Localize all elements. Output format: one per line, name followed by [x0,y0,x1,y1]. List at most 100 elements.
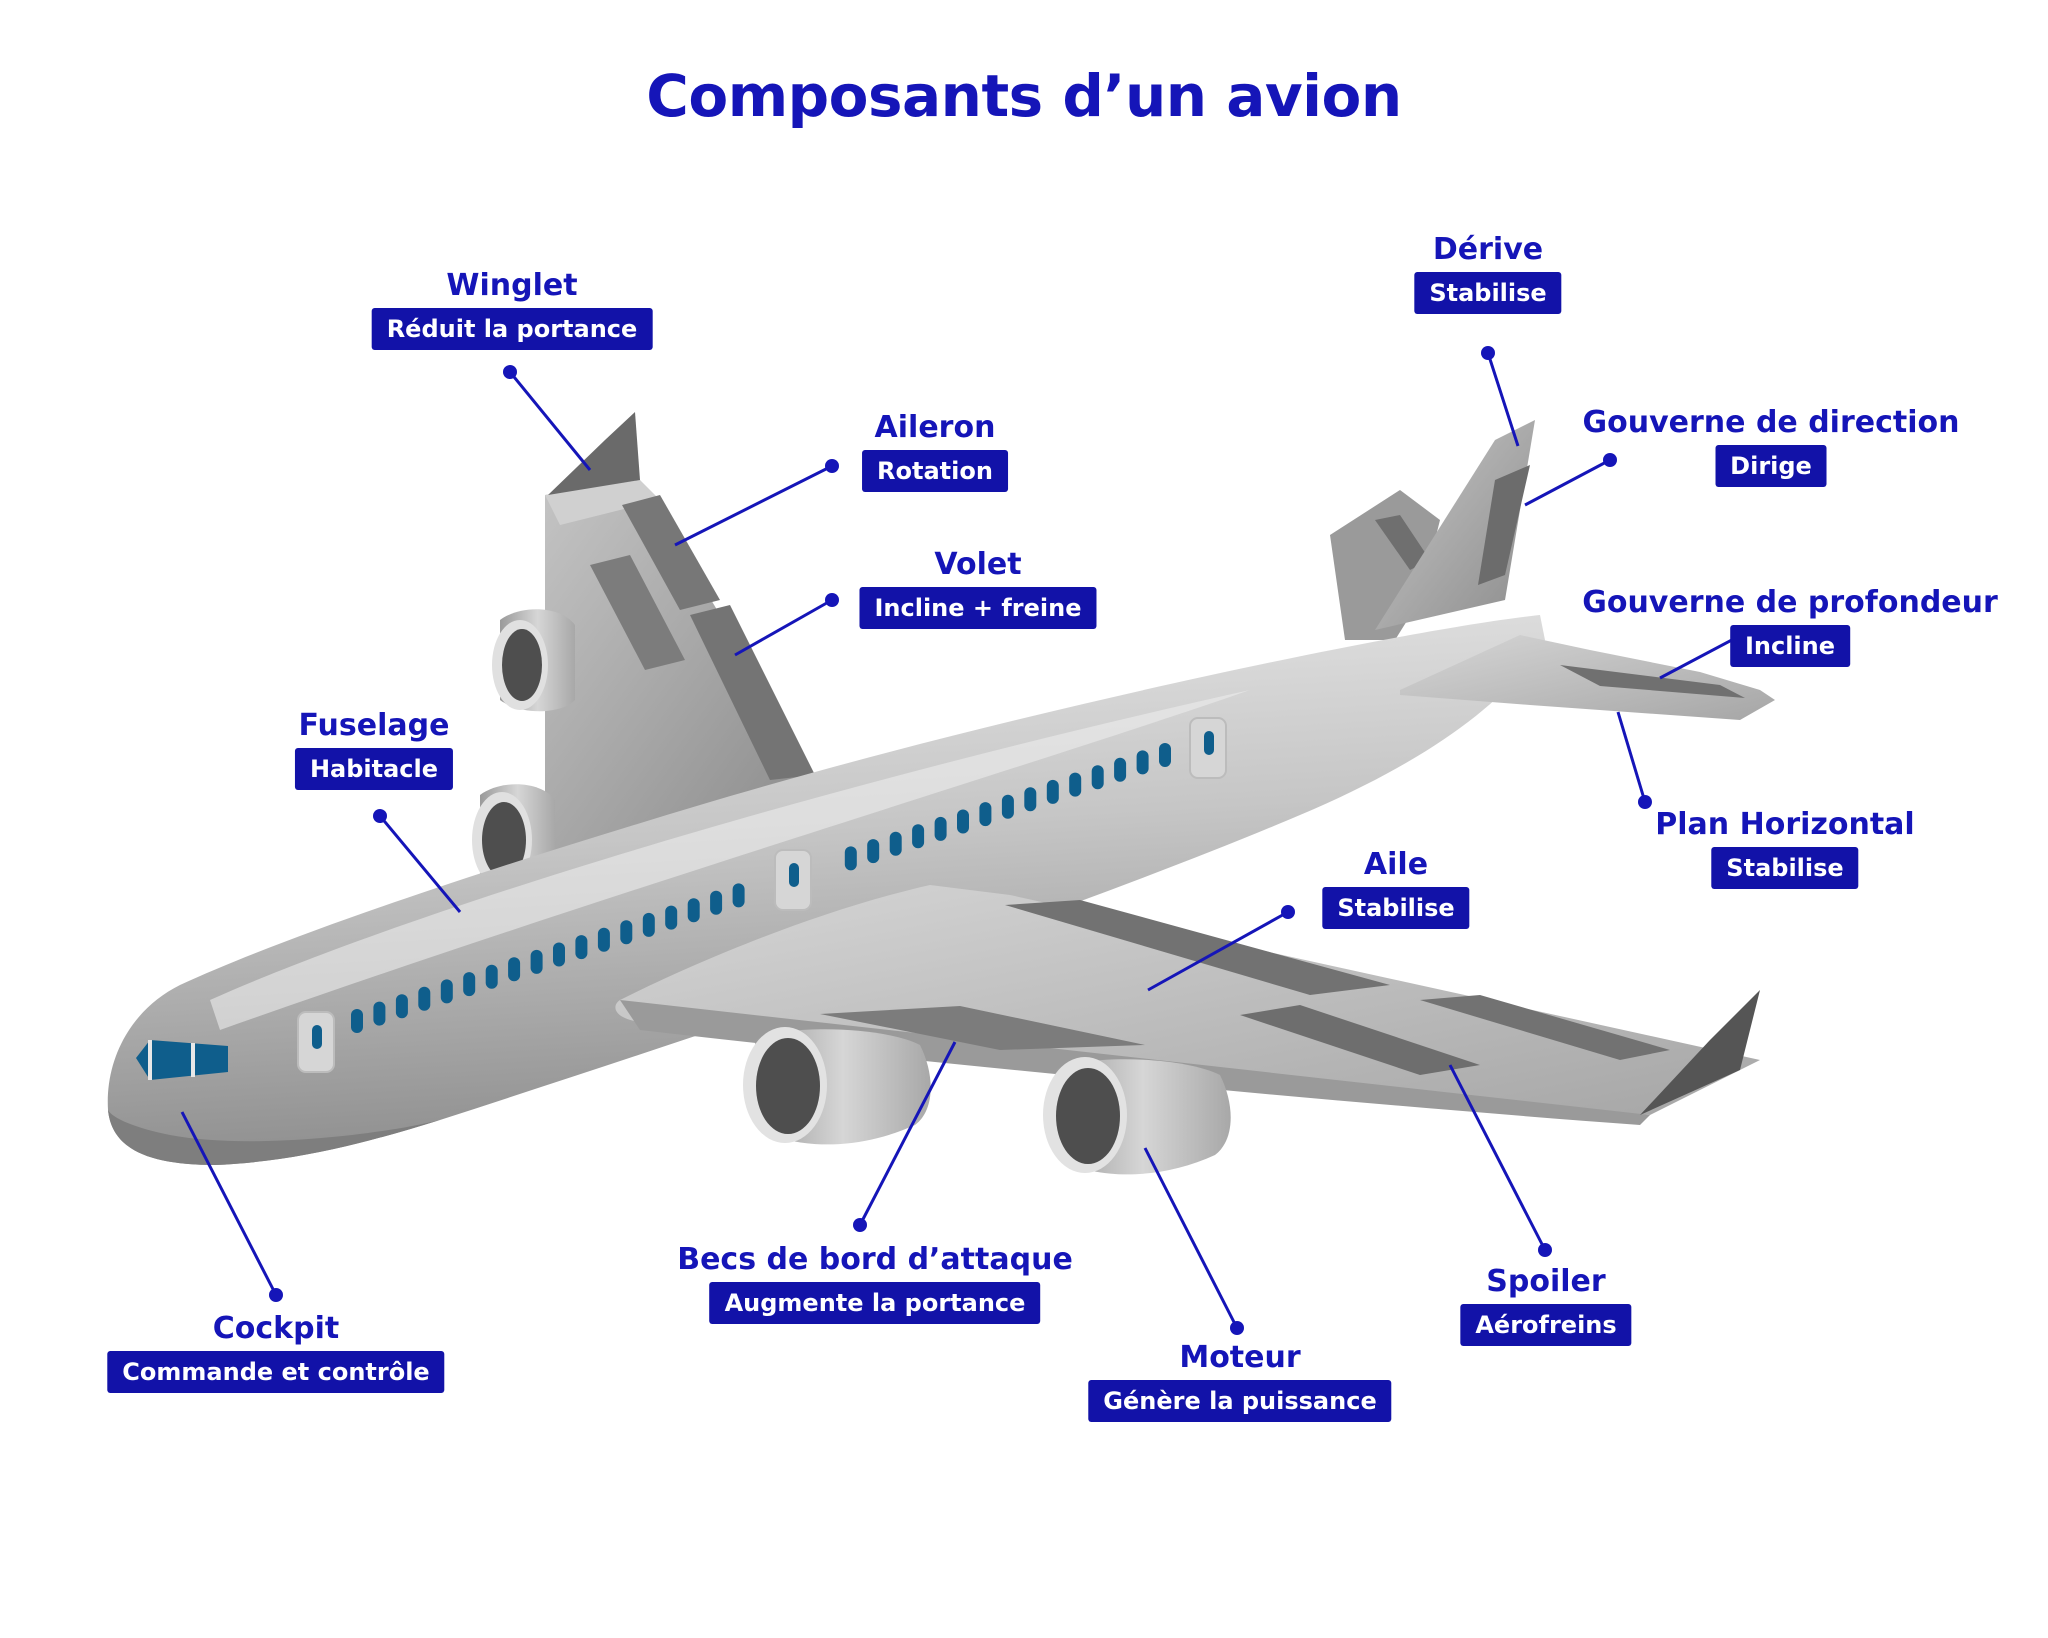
label-moteur-name: Moteur [1179,1340,1301,1375]
far-winglet [548,412,640,495]
passenger-window [642,912,655,937]
leader-line-aileron [674,464,833,547]
leading-edge-slats [820,1006,1145,1050]
passenger-window [463,972,476,997]
label-aile-description: Stabilise [1322,887,1470,929]
leader-line-volet [734,598,833,657]
far-flap-panel [590,555,685,670]
leader-line-cockpit [180,1111,278,1296]
leader-dot-aile [1281,905,1295,919]
passenger-window [620,920,633,945]
passenger-window [575,935,588,960]
label-gouverne-profondeur-name: Gouverne de profondeur [1582,585,1998,620]
passenger-window [485,964,498,989]
passenger-window [351,1009,363,1033]
elevator [1560,665,1745,698]
label-fuselage-name: Fuselage [298,708,450,743]
leader-line-aile [1147,910,1289,992]
label-aileron-name: Aileron [874,410,996,445]
label-cockpit-description: Commande et contrôle [107,1351,445,1393]
passenger-window [687,898,700,923]
passenger-window [844,846,857,871]
label-winglet-name: Winglet [446,268,578,303]
leader-dot-gouverne-direction [1603,453,1617,467]
passenger-windows [351,743,1171,1033]
far-aileron [622,495,720,610]
label-gouverne-direction-description: Dirige [1715,445,1827,487]
passenger-window [889,831,902,856]
passenger-window [395,994,408,1019]
label-derive-description: Stabilise [1414,272,1562,314]
leader-dot-winglet [503,365,517,379]
leader-dot-plan-horizontal [1638,795,1652,809]
label-fuselage-description: Habitacle [294,748,454,790]
label-plan-horizontal-description: Stabilise [1711,847,1859,889]
leader-dot-becs [853,1218,867,1232]
fuselage-body [107,615,1546,1165]
passenger-window [957,809,969,834]
leader-dot-cockpit [269,1288,283,1302]
label-gouverne-direction-name: Gouverne de direction [1582,405,1960,440]
diagram-title: Composants d’un avion [646,62,1402,130]
label-volet-name: Volet [934,547,1022,582]
passenger-window [1069,772,1082,797]
leader-lines [180,346,1752,1335]
leader-line-plan-horizontal [1616,711,1647,803]
leader-dot-moteur [1230,1321,1244,1335]
label-becs-name: Becs de bord d’attaque [677,1242,1073,1277]
leader-line-moteur [1143,1147,1239,1329]
passenger-window [1091,765,1104,790]
passenger-window [934,816,947,841]
spoiler-panel [1240,1005,1480,1075]
label-spoiler-name: Spoiler [1486,1264,1606,1299]
label-aile-name: Aile [1363,847,1429,882]
label-cockpit-name: Cockpit [212,1311,340,1346]
passenger-window [1046,779,1059,804]
passenger-window [508,957,521,982]
leader-line-becs [858,1041,957,1226]
leader-line-gouverne-direction [1524,458,1611,507]
leader-dot-aileron [825,459,839,473]
passenger-window [979,802,992,827]
aileron-near [1420,995,1670,1060]
leader-line-derive [1486,352,1520,447]
label-winglet-description: Réduit la portance [371,308,653,350]
passenger-window [440,979,453,1004]
far-wing [545,412,815,860]
passenger-window [418,986,431,1011]
passenger-window [373,1001,386,1026]
label-moteur-description: Génère la puissance [1088,1380,1392,1422]
leader-dot-spoiler [1538,1243,1552,1257]
label-derive-name: Dérive [1432,232,1544,267]
leader-line-spoiler [1448,1064,1547,1251]
near-engines [743,1027,1231,1175]
label-becs-description: Augmente la portance [709,1282,1041,1324]
label-volet-description: Incline + freine [859,587,1097,629]
rudder [1478,465,1530,585]
passenger-window [665,905,678,930]
passenger-window [1001,794,1014,819]
passenger-window [1159,743,1171,767]
passenger-window [597,927,610,952]
leader-dot-derive [1481,346,1495,360]
fuselage-doors [297,717,1227,1073]
flap-inner [1005,900,1390,995]
passenger-window [553,942,565,967]
far-flap [690,605,815,780]
leader-line-winglet [508,371,592,471]
near-stabilizer [1400,635,1775,720]
passenger-window [530,949,543,974]
leader-line-fuselage [378,815,462,913]
